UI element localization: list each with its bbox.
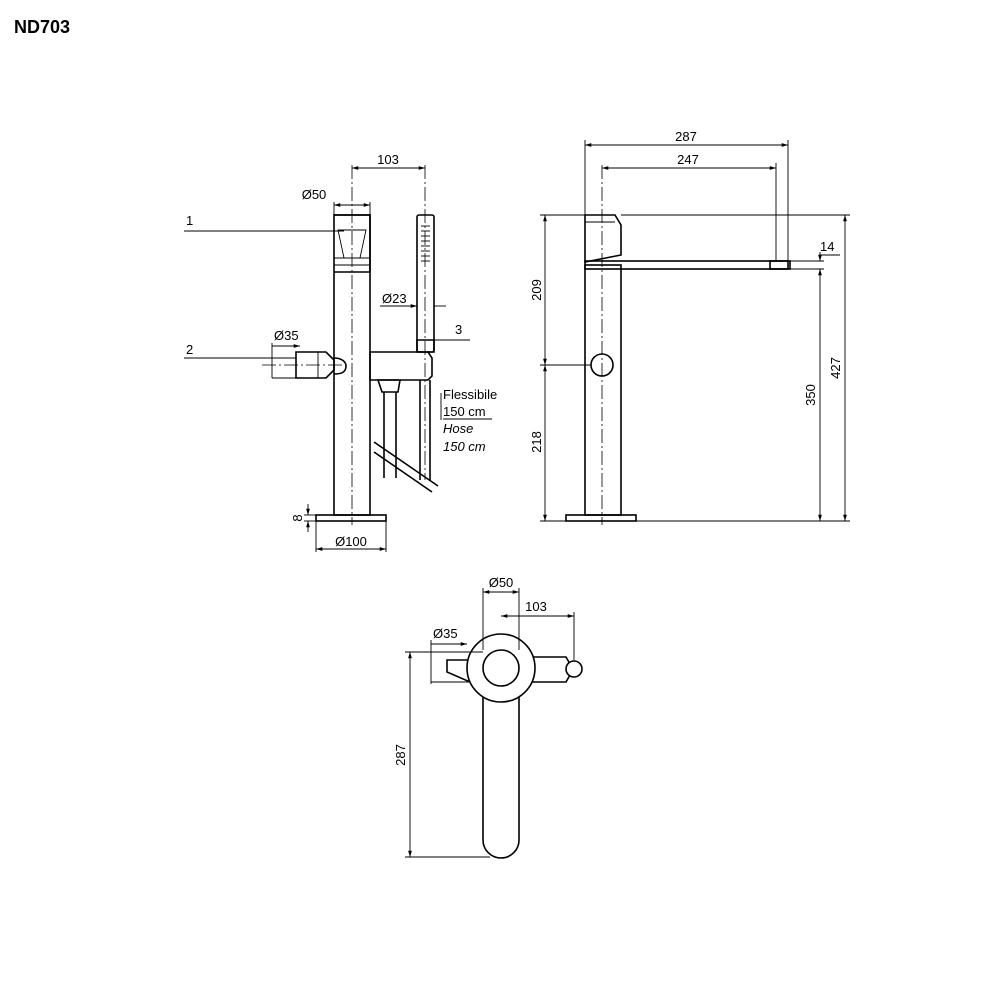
dim-upper-height: 209 [529, 279, 544, 301]
dim-spout-reach: 247 [677, 152, 699, 167]
top-dim-lever-diameter: Ø50 [489, 575, 514, 590]
side-head [584, 214, 622, 263]
top-dim-handle-diameter: Ø35 [433, 626, 458, 641]
top-shower-holder [565, 660, 583, 678]
side-base [565, 514, 637, 522]
front-view: 103 Ø50 1 Ø23 3 Ø35 2 Flessibile 150 cm … [184, 152, 497, 552]
top-view: Ø50 103 Ø35 287 [393, 575, 583, 859]
dim-lever-diameter: Ø50 [302, 187, 327, 202]
top-dim-offset: 103 [525, 599, 547, 614]
side-column [584, 264, 622, 516]
dim-spout-height: 350 [803, 384, 818, 406]
hose-note-it-2: 150 cm [443, 404, 486, 419]
dim-lower-height: 218 [529, 431, 544, 453]
hose-note-it-1: Flessibile [443, 387, 497, 402]
hose-connector [376, 379, 401, 393]
hose-note-en-1: Hose [443, 421, 473, 436]
dim-spout-thickness: 14 [820, 239, 834, 254]
dim-base-thickness: 8 [290, 514, 305, 521]
dim-overall-width: 287 [675, 129, 697, 144]
callout-3: 3 [455, 322, 462, 337]
base-plate [315, 514, 387, 522]
dim-offset: 103 [377, 152, 399, 167]
dim-handle-diameter: Ø35 [274, 328, 299, 343]
handle-shank [333, 357, 347, 375]
top-dim-depth: 287 [393, 744, 408, 766]
dim-overall-height: 427 [828, 357, 843, 379]
callout-2: 2 [186, 342, 193, 357]
spout [584, 260, 791, 270]
drawing-title: ND703 [14, 17, 70, 37]
dim-shower-diameter: Ø23 [382, 291, 407, 306]
dim-base-diameter: Ø100 [335, 534, 367, 549]
side-view: 287 247 14 209 218 350 427 [529, 129, 850, 525]
shower-nozzles-icon [421, 225, 430, 262]
shower-holder [369, 351, 433, 381]
callout-1: 1 [186, 213, 193, 228]
top-lever [482, 649, 520, 687]
hose-note-en-2: 150 cm [443, 439, 486, 454]
spout-tip [769, 260, 789, 270]
